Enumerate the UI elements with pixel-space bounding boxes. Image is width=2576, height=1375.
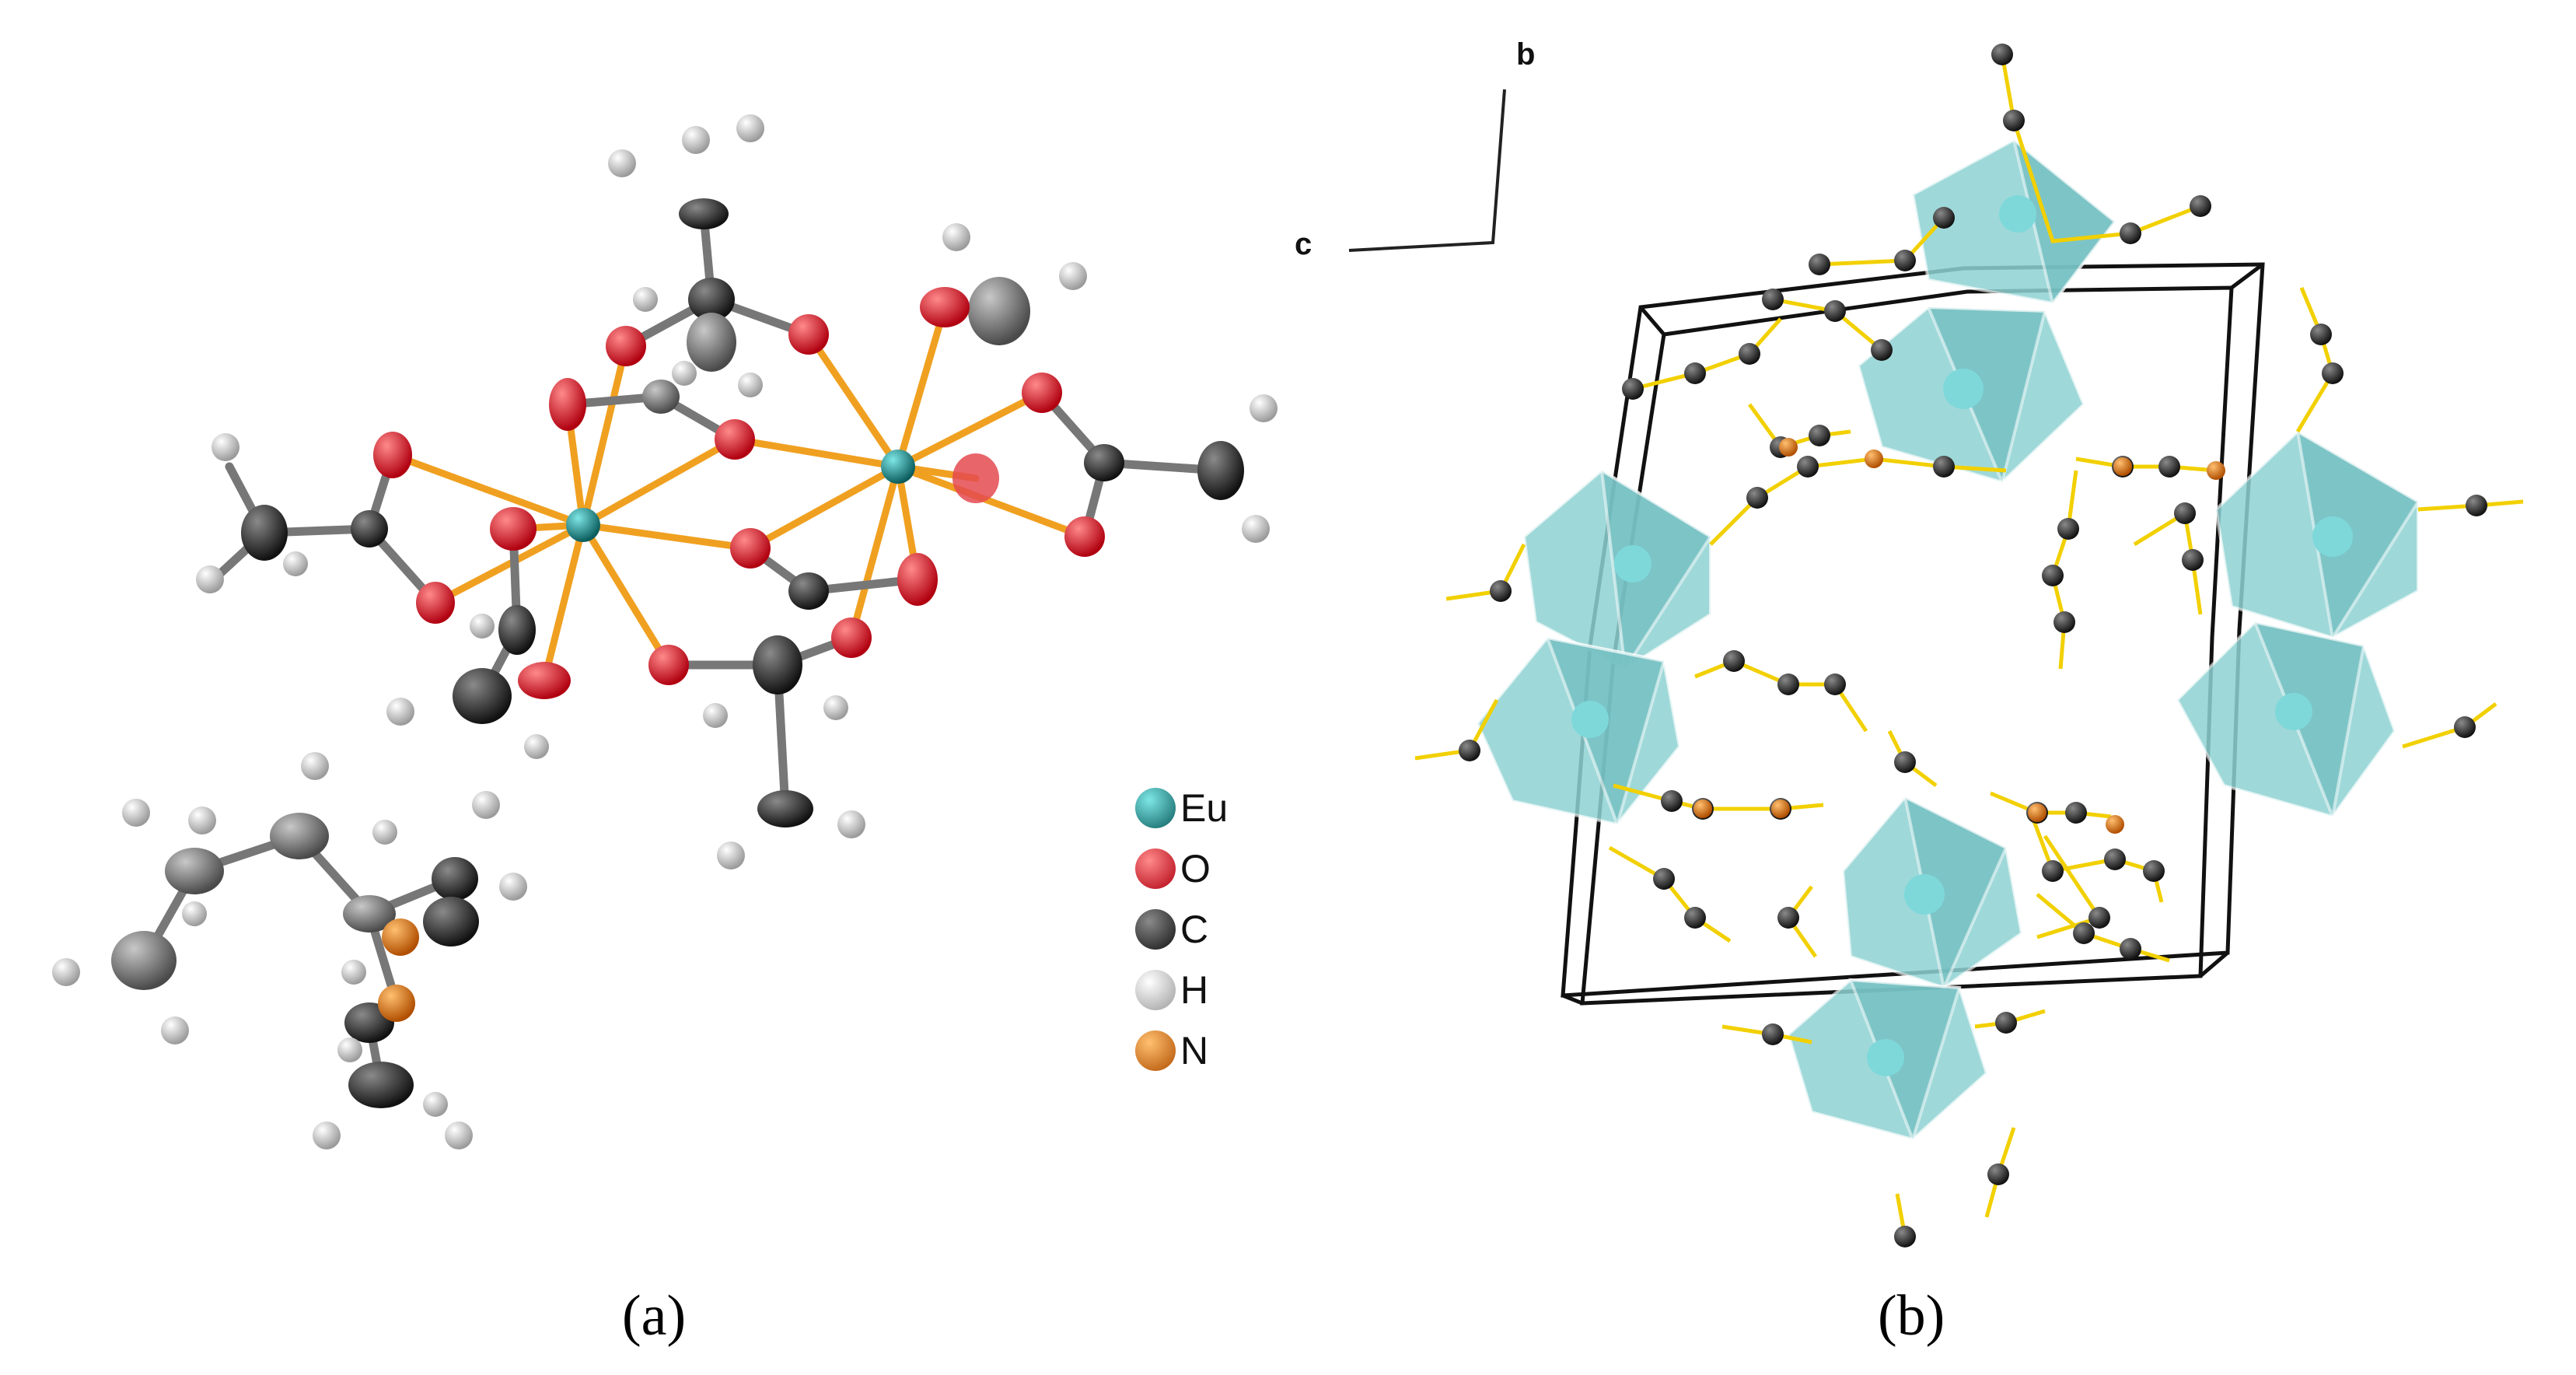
carbon-atom: [241, 505, 288, 561]
carbon-atom: [687, 313, 736, 372]
oxygen-atom: [606, 326, 646, 366]
carbon-atom: [642, 380, 680, 414]
carbon-atom: [348, 1062, 414, 1108]
carbon-atom: [498, 605, 536, 655]
polyhedron: [1475, 635, 1682, 830]
polyhedron: [1856, 305, 2086, 488]
panel-a-molecule: [52, 114, 1278, 1149]
eu-swatch-icon: [1135, 788, 1176, 828]
oxygen-atom: [715, 419, 755, 460]
legend-item-h: H: [1135, 960, 1228, 1020]
carbon-atom: [165, 848, 224, 894]
legend-item-o: O: [1135, 838, 1228, 899]
carbon-atom: [757, 790, 813, 827]
carbon-atom: [788, 572, 829, 610]
carbon-atom: [453, 668, 512, 724]
oxygen-atom: [648, 645, 689, 685]
oxygen-atom: [373, 432, 412, 478]
polyhedron: [2214, 429, 2420, 642]
h-swatch-icon: [1135, 970, 1176, 1010]
cation-fragment: [52, 752, 527, 1149]
hydrogen-atoms: [52, 752, 527, 1149]
packing-nitrogen-atoms: [1693, 438, 2225, 834]
eu-polyhedra: [1475, 135, 2420, 1145]
carbon-atom: [111, 931, 177, 990]
nitrogen-atom: [382, 918, 419, 956]
legend-label-o: O: [1180, 847, 1211, 890]
oxygen-atom: [897, 553, 938, 606]
legend-label-c: C: [1180, 908, 1209, 951]
polyhedron: [2175, 620, 2397, 823]
polyhedron: [1786, 978, 1989, 1145]
panel-label-a: (a): [622, 1284, 687, 1348]
oxygen-atom: [730, 528, 771, 569]
polyhedron: [1522, 467, 1713, 674]
oxygen-atom: [518, 662, 571, 699]
legend-label-n: N: [1180, 1029, 1209, 1072]
hydrogen-atoms: [196, 114, 1278, 869]
atoms-panel-a: [196, 114, 1278, 869]
oxygen-atom: [549, 378, 586, 431]
panel-label-b: (b): [1878, 1284, 1945, 1348]
carbon-atom: [432, 857, 478, 901]
oxygen-atom: [490, 507, 537, 551]
c-swatch-icon: [1135, 909, 1176, 950]
oxygen-atom: [788, 314, 829, 355]
carbon-atom: [688, 278, 735, 321]
europium-atom: [881, 450, 915, 484]
eu-o-bonds: [389, 303, 1089, 684]
o-swatch-icon: [1135, 848, 1176, 889]
carbon-atom: [351, 510, 388, 548]
axis-label-c: c: [1295, 227, 1312, 261]
europium-atom: [566, 508, 600, 542]
oxygen-atom: [1064, 516, 1105, 557]
axis-label-b: b: [1516, 37, 1536, 72]
legend-label-h: H: [1180, 968, 1209, 1012]
carbon-atom: [343, 895, 396, 932]
legend-label-eu: Eu: [1180, 786, 1229, 830]
polyhedron: [1840, 794, 2024, 993]
carbon-atom: [270, 813, 329, 859]
axes-indicator: [1348, 89, 1506, 252]
carbon-atom: [968, 277, 1030, 345]
n-swatch-icon: [1135, 1030, 1176, 1071]
oxygen-atom: [416, 582, 455, 624]
packing-atoms: [1459, 44, 2487, 1247]
carbon-atom: [423, 897, 479, 946]
legend-item-eu: Eu: [1135, 778, 1228, 838]
oxygen-atom: [831, 618, 872, 658]
legend-item-c: C: [1135, 899, 1228, 960]
carbon-atom: [1084, 444, 1124, 481]
element-legend: Eu O C H N: [1135, 778, 1228, 1081]
carbon-atom: [679, 198, 729, 229]
oxygen-atom: [920, 287, 970, 327]
carbon-atom: [753, 635, 802, 694]
nitrogen-atom: [378, 985, 415, 1022]
oxygen-atom: [952, 453, 999, 503]
legend-item-n: N: [1135, 1020, 1228, 1081]
carbon-atom: [1197, 441, 1244, 500]
panel-b-packing: [1348, 44, 2524, 1247]
polyhedron: [1910, 135, 2117, 307]
oxygen-atom: [1022, 373, 1062, 413]
